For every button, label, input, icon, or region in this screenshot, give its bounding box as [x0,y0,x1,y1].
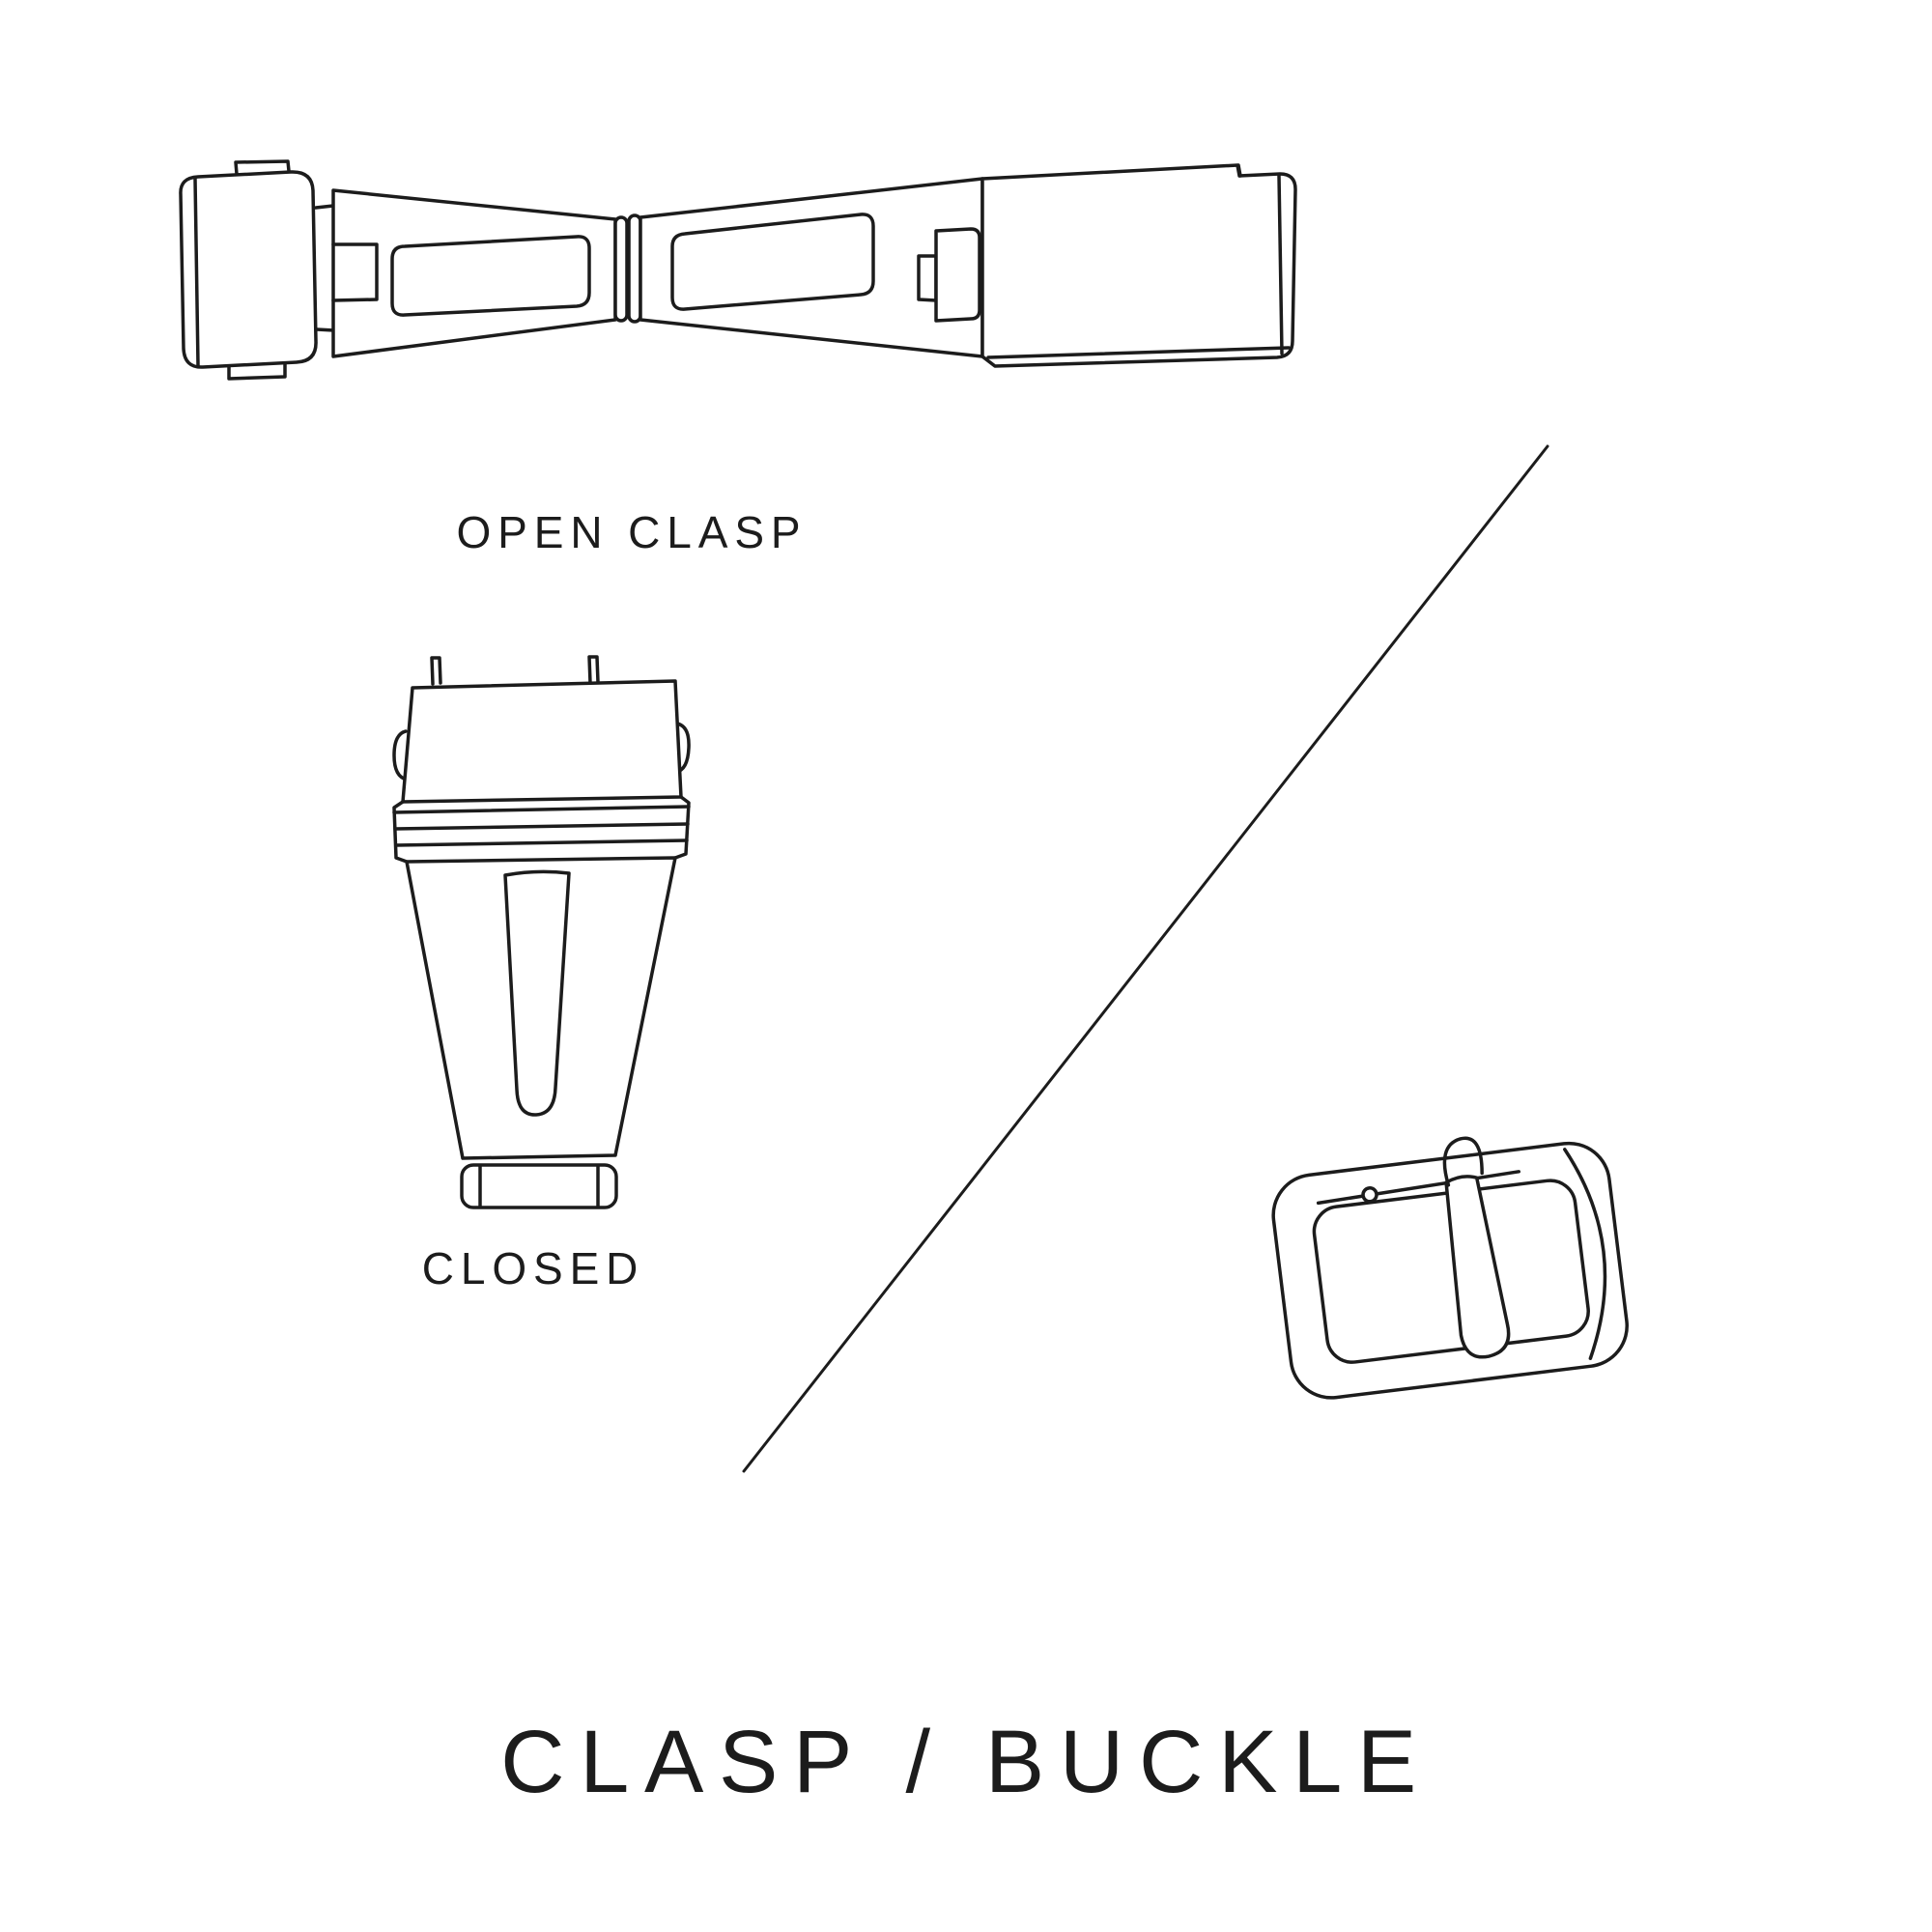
closed-label: CLOSED [421,1243,645,1293]
page-title: CLASP / BUCKLE [500,1713,1432,1811]
open-clasp-illustration [179,159,1297,381]
open-clasp-label: OPEN CLASP [456,507,808,557]
buckle-illustration [1271,1136,1629,1400]
closed-clasp-illustration [392,655,691,1209]
